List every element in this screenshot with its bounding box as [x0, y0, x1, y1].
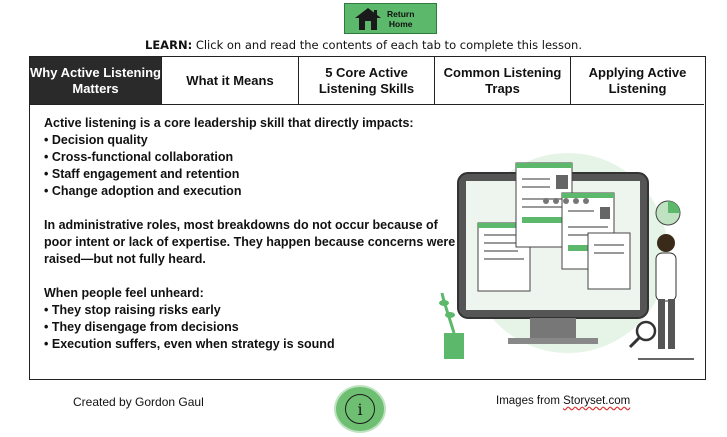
list-item: They stop raising risks early [44, 302, 464, 319]
lesson-frame: Why Active Listening Matters What it Mea… [29, 56, 706, 380]
active-listening-illustration [439, 153, 694, 360]
tab-core-skills[interactable]: 5 Core Active Listening Skills [299, 57, 435, 104]
list-item: They disengage from decisions [44, 319, 464, 336]
return-home-button[interactable]: Return Home [344, 3, 437, 34]
list-item: Staff engagement and retention [44, 166, 464, 183]
tab-why-active-listening-matters[interactable]: Why Active Listening Matters [30, 57, 162, 104]
list-item: Cross-functional collaboration [44, 149, 464, 166]
creator-credit: Created by Gordon Gaul [73, 395, 204, 409]
instruction-text: Click on and read the contents of each t… [192, 38, 582, 52]
tab-what-it-means[interactable]: What it Means [162, 57, 299, 104]
tab-applying-active-listening[interactable]: Applying Active Listening [571, 57, 704, 104]
info-button[interactable]: i [334, 385, 386, 433]
list-item: Decision quality [44, 132, 464, 149]
home-icon [355, 7, 381, 30]
storyset-link[interactable]: Storyset.com [563, 395, 631, 407]
return-home-label: Return Home [387, 8, 415, 29]
lesson-instruction: LEARN: Click on and read the contents of… [0, 38, 727, 52]
impacts-list: Decision quality Cross-functional collab… [44, 132, 464, 200]
list-item: Execution suffers, even when strategy is… [44, 336, 464, 353]
image-credit: Images from Storyset.com [496, 395, 631, 407]
content-intro: Active listening is a core leadership sk… [44, 116, 414, 130]
tab-bar: Why Active Listening Matters What it Mea… [30, 57, 704, 105]
tab-content: Active listening is a core leadership sk… [44, 115, 464, 353]
unheard-intro: When people feel unheard: [44, 286, 204, 300]
content-paragraph: In administrative roles, most breakdowns… [44, 218, 456, 266]
tab-common-traps[interactable]: Common Listening Traps [435, 57, 571, 104]
instruction-prefix: LEARN: [145, 38, 193, 52]
info-icon: i [345, 394, 375, 424]
list-item: Change adoption and execution [44, 183, 464, 200]
unheard-list: They stop raising risks early They disen… [44, 302, 464, 353]
